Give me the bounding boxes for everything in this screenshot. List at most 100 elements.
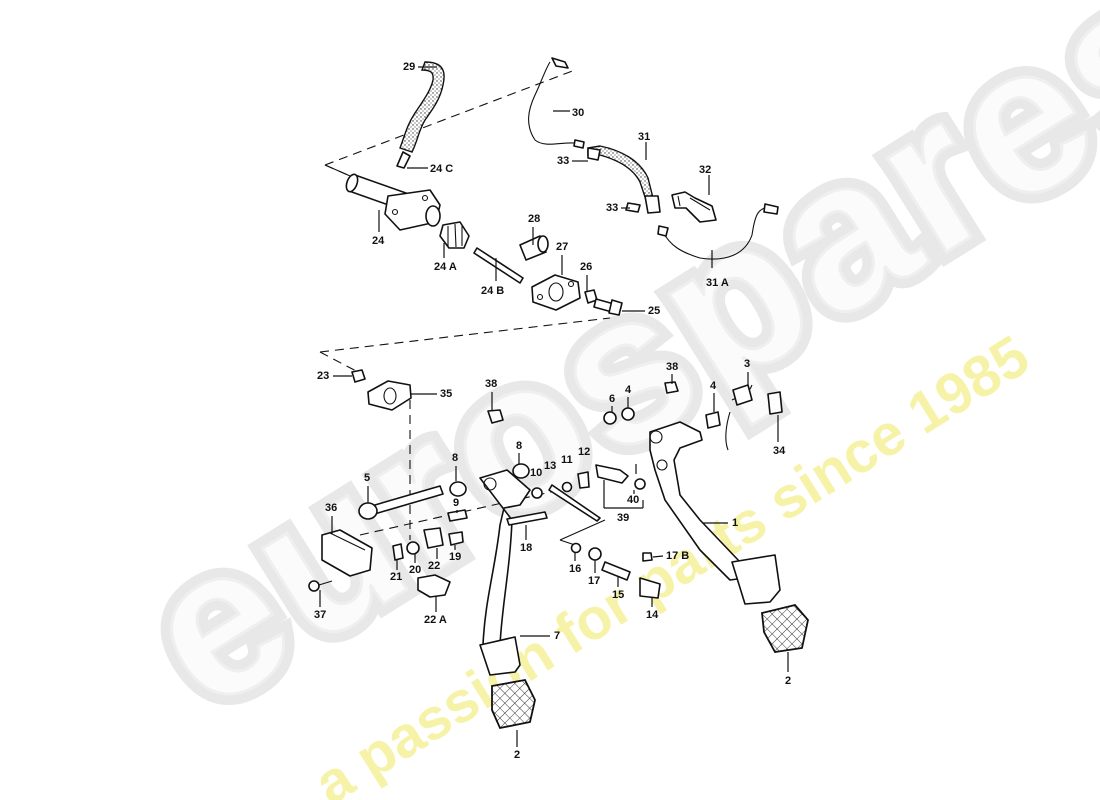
callout-label-34[interactable]: 34	[773, 445, 786, 457]
clip-part-12	[577, 471, 590, 489]
callout-label-22a[interactable]: 22 A	[424, 614, 447, 626]
bolt-part-18	[506, 511, 548, 526]
washer-part-20	[406, 541, 420, 555]
callout-label-24a[interactable]: 24 A	[434, 261, 457, 273]
callout-label-17[interactable]: 17	[588, 575, 601, 587]
callout-label-8[interactable]: 8	[452, 452, 459, 464]
stop-part-4	[705, 411, 721, 429]
nut-part-17b	[642, 552, 653, 562]
callout-label-2[interactable]: 2	[785, 675, 792, 687]
nut-part-10	[531, 487, 543, 499]
callout-label-24[interactable]: 24	[372, 235, 385, 247]
bracket-part-32	[671, 191, 717, 223]
switch-part-36	[321, 529, 373, 577]
callout-label-18[interactable]: 18	[520, 542, 533, 554]
callout-label-36[interactable]: 36	[325, 502, 338, 514]
brake-line-fitting	[551, 57, 569, 69]
bushing-part-19	[448, 531, 464, 546]
callout-label-25[interactable]: 25	[648, 305, 661, 317]
leader-lines	[319, 66, 789, 747]
callout-label-39[interactable]: 39	[617, 512, 630, 524]
callout-label-38[interactable]: 38	[485, 378, 498, 390]
bushing-part-28	[519, 235, 549, 261]
pedal-pad-part-2	[491, 678, 536, 730]
brake-line-part-30	[528, 61, 576, 145]
callout-label-33[interactable]: 33	[606, 202, 619, 214]
callout-label-8[interactable]: 8	[516, 440, 523, 452]
nut-part-40	[634, 478, 646, 490]
nut-part-23	[351, 369, 366, 383]
spring-part-15	[601, 561, 631, 581]
assembly-dash-line	[319, 317, 611, 353]
callout-label-1[interactable]: 1	[732, 517, 739, 529]
callout-label-20[interactable]: 20	[409, 564, 422, 576]
callout-label-40[interactable]: 40	[627, 494, 640, 506]
callout-label-14[interactable]: 14	[646, 609, 659, 621]
nut-part-11	[561, 481, 573, 493]
elbow-part-24c	[396, 151, 411, 169]
assembly-dash-line	[359, 489, 561, 536]
callout-label-24b[interactable]: 24 B	[481, 285, 505, 297]
washer-part-6	[603, 411, 617, 425]
callout-label-17b[interactable]: 17 B	[666, 550, 690, 562]
block-part-22	[423, 527, 444, 549]
pedal-pad-part-2	[761, 603, 809, 653]
callout-label-37[interactable]: 37	[314, 609, 327, 621]
boot-part-24a	[439, 221, 470, 249]
callout-label-2[interactable]: 2	[514, 749, 521, 761]
callout-label-27[interactable]: 27	[556, 241, 569, 253]
hose-part-29	[399, 61, 445, 153]
callout-label-15[interactable]: 15	[612, 589, 625, 601]
callout-label-31[interactable]: 31	[638, 131, 651, 143]
pin-part-9	[447, 509, 468, 522]
brake-pedal-part-1	[649, 421, 781, 605]
assembly-dash-line	[319, 351, 359, 373]
screw-part-37	[308, 580, 333, 592]
callout-label-26[interactable]: 26	[580, 261, 593, 273]
callout-label-7[interactable]: 7	[554, 630, 561, 642]
bushing-part-14	[639, 577, 661, 599]
callout-label-13[interactable]: 13	[544, 460, 557, 472]
callout-label-23[interactable]: 23	[317, 370, 330, 382]
nut-part-17	[588, 547, 602, 561]
callout-label-19[interactable]: 19	[449, 551, 462, 563]
flange-part-35	[367, 380, 412, 411]
brake-pipe-part-31a	[662, 207, 766, 260]
nut-part-4	[621, 407, 635, 421]
callout-label-31a[interactable]: 31 A	[706, 277, 729, 289]
pushrod-part-24b	[473, 247, 524, 284]
callout-label-4[interactable]: 4	[625, 384, 632, 396]
callout-label-3[interactable]: 3	[744, 358, 751, 370]
clutch-pedal-part-7	[479, 469, 531, 676]
callout-label-24c[interactable]: 24 C	[430, 163, 454, 175]
callout-label-30[interactable]: 30	[572, 107, 585, 119]
callout-label-29[interactable]: 29	[403, 61, 416, 73]
callout-label-22[interactable]: 22	[428, 560, 441, 572]
bushing-part-8	[449, 481, 467, 497]
bolt-part-25	[593, 298, 623, 316]
callout-label-6[interactable]: 6	[609, 393, 616, 405]
nut-part-38	[487, 409, 504, 424]
callout-label-32[interactable]: 32	[699, 164, 712, 176]
callout-label-35[interactable]: 35	[440, 388, 453, 400]
callout-label-10[interactable]: 10	[530, 467, 543, 479]
callout-label-4[interactable]: 4	[710, 380, 717, 392]
flange-plate-part-27	[531, 274, 581, 311]
adjuster-part-39	[595, 464, 629, 484]
callout-label-5[interactable]: 5	[364, 472, 371, 484]
callout-label-28[interactable]: 28	[528, 213, 541, 225]
callout-label-9[interactable]: 9	[453, 497, 460, 509]
nut-part-16	[570, 542, 582, 554]
callout-label-12[interactable]: 12	[578, 446, 591, 458]
assembly-line	[559, 519, 606, 546]
bushing-part-8	[512, 463, 530, 479]
master-cylinder-part-24	[345, 173, 441, 231]
callout-label-11[interactable]: 11	[561, 454, 573, 466]
callout-label-33[interactable]: 33	[557, 155, 570, 167]
callout-label-16[interactable]: 16	[569, 563, 582, 575]
callout-label-38[interactable]: 38	[666, 361, 679, 373]
callout-label-21[interactable]: 21	[390, 571, 403, 583]
